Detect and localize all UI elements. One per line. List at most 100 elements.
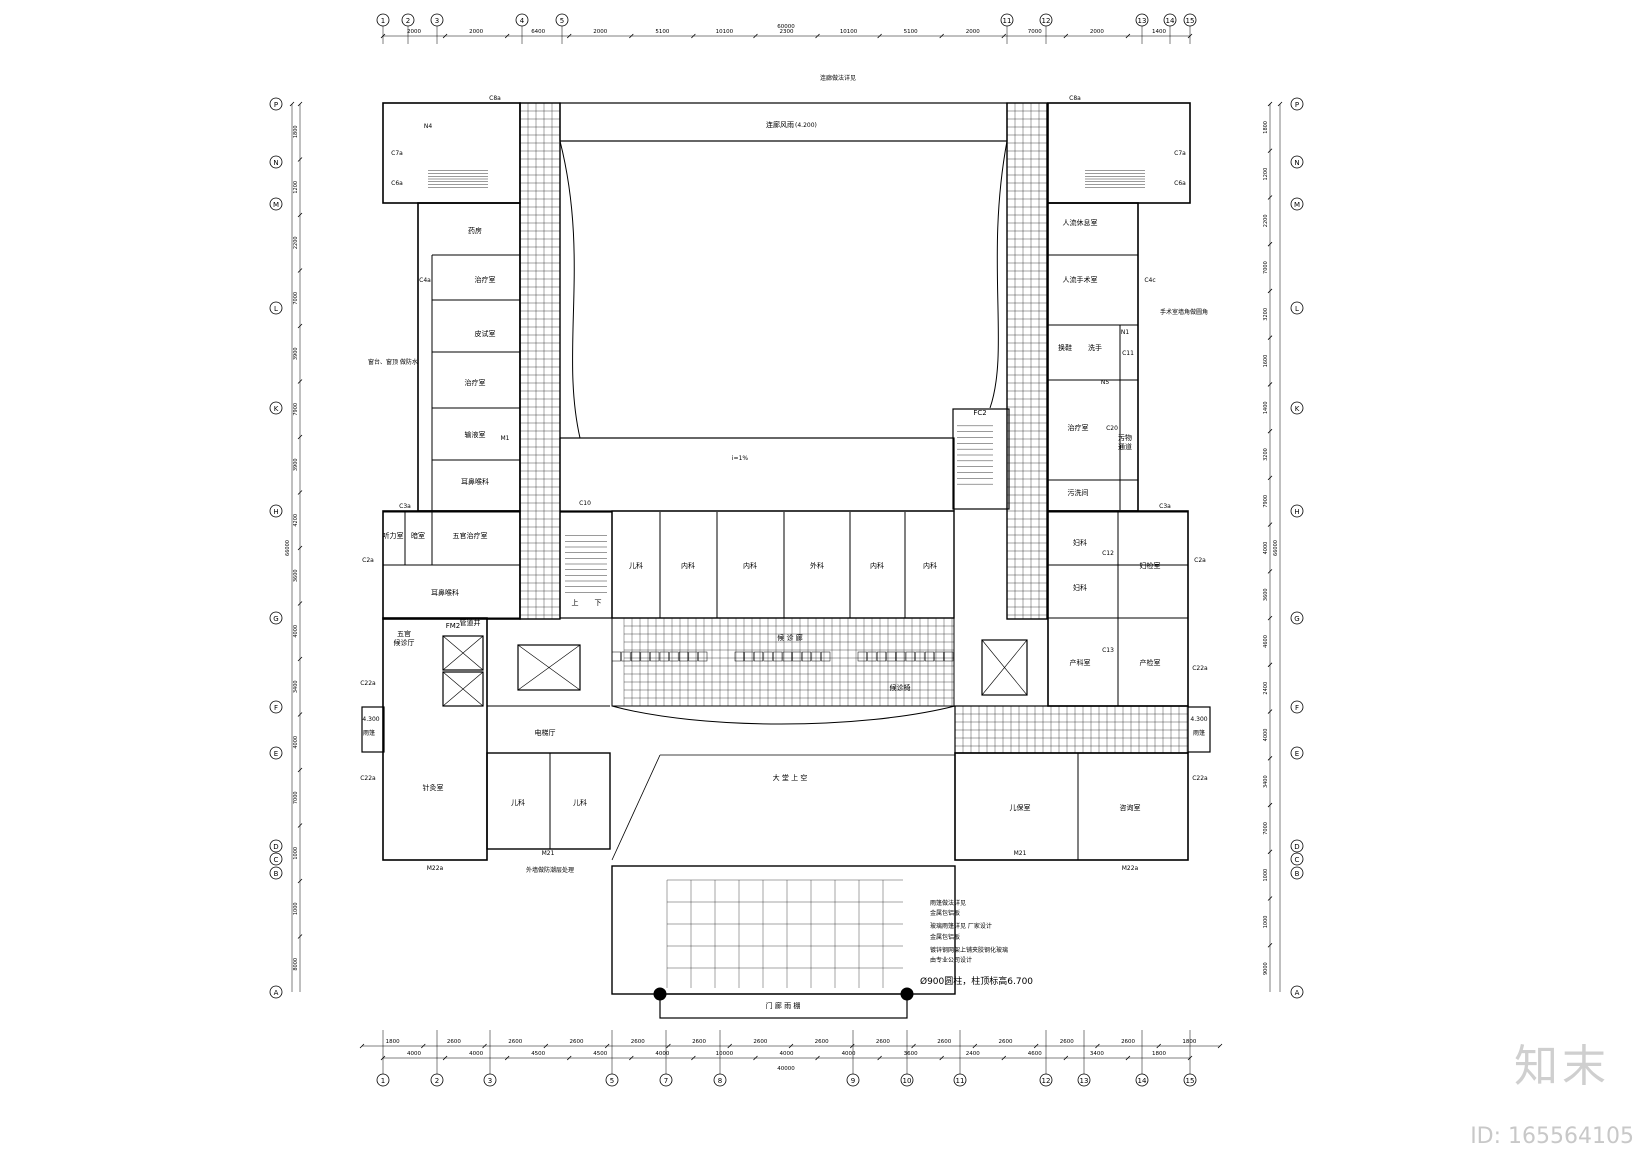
dim-left-tick — [297, 101, 303, 107]
dim-left-value: 1200 — [293, 181, 299, 194]
dim-bottom-2-value: 3600 — [904, 1051, 918, 1057]
dim-top-tick — [566, 33, 572, 39]
dim-top-value: 2000 — [966, 29, 980, 35]
dim-left-value: 3900 — [293, 458, 299, 471]
axis-bubble-left — [269, 401, 283, 415]
atrium-roof — [559, 437, 955, 512]
dim-left-value: 3400 — [293, 680, 299, 693]
dim-bottom-2-tick — [691, 1055, 696, 1061]
axis-label-bottom: 15 — [1186, 1077, 1195, 1085]
bench-seat — [753, 651, 764, 662]
axis-label-bottom: 11 — [956, 1077, 965, 1085]
canopy-step — [659, 993, 908, 1019]
axis-label-top: 15 — [1186, 17, 1195, 25]
axis-label-right: E — [1295, 750, 1299, 758]
block-right-low — [954, 752, 1189, 861]
axis-label-left: C — [274, 856, 279, 864]
room-link-bridge: 连廊风雨 — [766, 120, 794, 129]
lightwell-x-right — [981, 639, 1028, 696]
axis-label-top: 12 — [1042, 17, 1051, 25]
dim-top-tick — [1063, 33, 1069, 39]
room-abortion-surgery: 人流手术室 — [1063, 275, 1098, 284]
wing-left-top — [382, 102, 521, 204]
bay-left — [361, 706, 385, 753]
axis-bubble-right — [1290, 504, 1304, 518]
dim-left-value: 3900 — [293, 347, 299, 360]
axis-label-bottom: 9 — [851, 1077, 855, 1085]
axis-label-top: 5 — [560, 17, 564, 25]
room-pediatrics-b: 儿科 — [573, 798, 587, 807]
room-labels: 药房治疗室皮试室治疗室输液室耳鼻喉科听力室暗室五官治疗室耳鼻喉科五官候诊厅针灸室… — [360, 74, 1208, 1010]
dim-bottom-1-tick — [1095, 1043, 1100, 1049]
level-4300-left: 4.300 — [362, 716, 379, 723]
dim-right-tick — [1267, 849, 1273, 855]
dim-bottom-2-value: 4000 — [469, 1051, 483, 1057]
axis-bubble-left — [269, 197, 283, 211]
dim-right-total-tick — [1277, 101, 1283, 107]
dim-right-value: 3600 — [1263, 588, 1269, 601]
room-infusion: 输液室 — [465, 430, 486, 439]
dim-left-tick — [297, 712, 303, 717]
dim-top-value: 2000 — [407, 29, 421, 35]
room-wash: 洗手 — [1088, 343, 1102, 352]
corridor-right — [1006, 102, 1048, 620]
axis-label-bottom: 8 — [718, 1077, 722, 1085]
axis-label-top: 4 — [520, 17, 525, 25]
window-c3a-left: C3a — [399, 503, 411, 510]
clinic-row — [611, 510, 955, 619]
dim-top-tick — [815, 33, 820, 39]
dim-right-tick — [1267, 428, 1273, 434]
axis-bubble-left — [269, 504, 283, 518]
axis-label-top: 14 — [1166, 17, 1175, 25]
room-acupuncture: 针灸室 — [423, 783, 444, 792]
dim-right-value: 1800 — [1263, 121, 1269, 134]
dim-top-value: 5100 — [904, 29, 918, 35]
room-ent-waiting: 耳鼻喉科 — [431, 588, 459, 597]
canopy — [611, 865, 956, 995]
dim-bottom-1-value: 2600 — [876, 1039, 890, 1045]
dim-left-value: 3600 — [293, 569, 299, 582]
dim-bottom-2-value: 4000 — [407, 1051, 421, 1057]
window-c22a-right-2: C22a — [1192, 775, 1208, 782]
axis-label-right: M — [1294, 201, 1300, 209]
dim-right-tick — [1267, 195, 1273, 200]
axis-label-right: K — [1295, 405, 1300, 413]
dim-bottom-2-tick — [1187, 1055, 1193, 1061]
axis-bubble-left — [269, 839, 283, 853]
dim-bottom-1-tick — [727, 1043, 732, 1049]
axis-label-bottom: 5 — [610, 1077, 614, 1085]
dim-bottom-1-tick — [421, 1043, 426, 1049]
room-dark: 暗室 — [411, 531, 425, 540]
dim-right-value: 9000 — [1263, 962, 1269, 975]
dim-top-value: 1400 — [1152, 29, 1166, 35]
dim-bottom-2-value: 4600 — [1028, 1051, 1042, 1057]
dim-right-value: 3400 — [1263, 775, 1269, 788]
axis-label-bottom: 2 — [435, 1077, 439, 1085]
bay-right — [1187, 706, 1211, 753]
bench-seat — [678, 651, 689, 662]
window-c8a-right: C8a — [1069, 95, 1081, 102]
dim-right-tick — [1267, 569, 1273, 574]
dim-bottom-1-tick — [359, 1043, 365, 1049]
axis-label-right: D — [1294, 843, 1299, 851]
room-child-care: 儿保室 — [1010, 803, 1031, 812]
room-clinic-6: 内科 — [923, 561, 937, 570]
dim-bottom-2-value: 4500 — [531, 1051, 545, 1057]
dim-right-tick — [1267, 335, 1273, 340]
dim-bottom-total: 40000 — [777, 1066, 795, 1072]
dim-right-tick — [1267, 615, 1273, 621]
axis-label-left: N — [273, 159, 278, 167]
room-disinfection: 换鞋 — [1058, 343, 1072, 352]
dim-right-tick — [1267, 802, 1273, 808]
note-bay-left: 雨篷 — [363, 729, 375, 737]
lightwell-right — [981, 639, 1028, 696]
axis-label-right: H — [1294, 508, 1299, 516]
dim-left-tick — [297, 212, 303, 218]
axis-label-left: G — [273, 615, 278, 623]
room-clinic-5: 内科 — [870, 561, 884, 570]
note-canopy-2b: 金属包铝板 — [930, 933, 960, 941]
dim-right-tick — [1267, 709, 1273, 714]
dim-bottom-1-tick — [972, 1043, 978, 1049]
room-treatment-1: 治疗室 — [475, 275, 496, 284]
